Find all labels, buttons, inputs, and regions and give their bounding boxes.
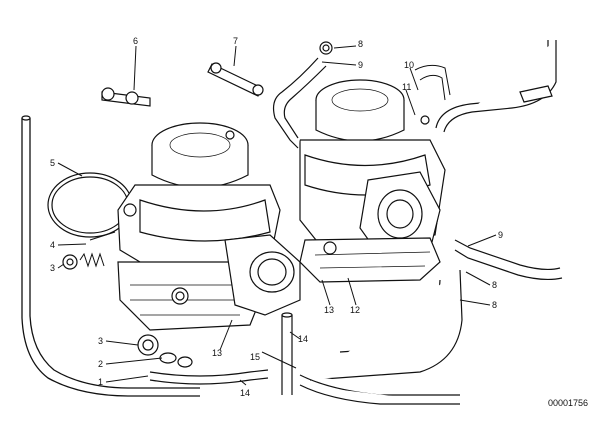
callout-3-low: 3 — [98, 336, 103, 346]
ring-seal — [47, 172, 133, 238]
callout-8-right2: 8 — [492, 300, 497, 310]
spring-assembly — [62, 231, 116, 270]
upper-hoses — [272, 40, 557, 149]
callout-1-low: 1 — [98, 377, 103, 387]
callout-9-top: 9 — [358, 60, 363, 70]
callout-11-top: 11 — [402, 82, 411, 92]
callout-labels: 6 7 8 9 10 11 5 4 3 3 2 1 14 15 14 13 13… — [50, 36, 503, 398]
lower-center-hoses — [149, 312, 460, 405]
reference-number: 00001756 — [548, 398, 588, 408]
callout-4-left: 4 — [50, 240, 55, 250]
callout-15-low: 15 — [250, 352, 260, 362]
left-vertical-hose — [21, 115, 200, 397]
callout-14-low: 14 — [240, 388, 250, 398]
callout-13-a: 13 — [324, 305, 334, 315]
callout-8-top: 8 — [358, 39, 363, 49]
callout-2-low: 2 — [98, 359, 103, 369]
callout-7-top: 7 — [233, 36, 238, 46]
small-parts — [137, 334, 193, 368]
top-bolts — [101, 41, 333, 107]
callout-12-a: 12 — [350, 305, 360, 315]
callout-13-mid: 13 — [212, 348, 222, 358]
leader-lines — [57, 45, 497, 386]
left-carburetor — [117, 122, 301, 331]
callout-6-top: 6 — [133, 36, 138, 46]
callout-14-mid: 14 — [298, 334, 308, 344]
callout-5-left: 5 — [50, 158, 55, 168]
callout-10-top: 10 — [404, 60, 414, 70]
callout-3-left: 3 — [50, 263, 55, 273]
callout-9-right: 9 — [498, 230, 503, 240]
lower-right-hoses — [309, 239, 563, 381]
right-carburetor — [299, 79, 446, 283]
callout-8-right: 8 — [492, 280, 497, 290]
